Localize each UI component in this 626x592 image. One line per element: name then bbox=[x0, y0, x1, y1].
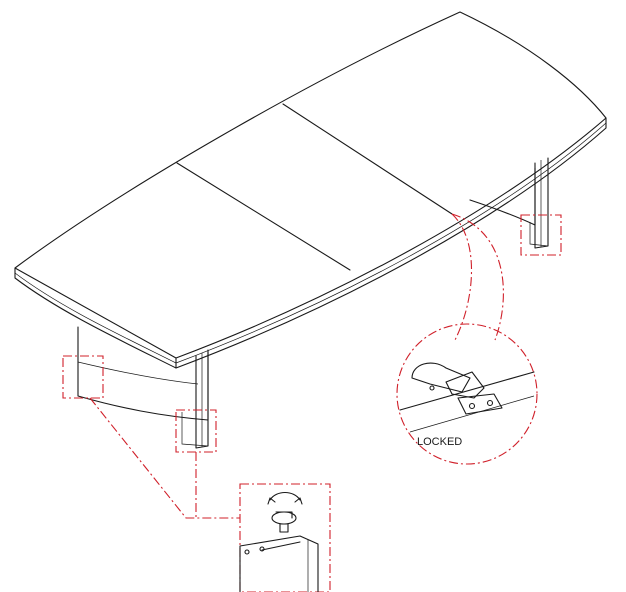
rear-leg-post bbox=[534, 157, 549, 249]
rear-panel-leg bbox=[469, 157, 549, 249]
leveler-detail bbox=[239, 491, 319, 592]
rotate-arrow-icon bbox=[269, 491, 301, 501]
latch-screw-icon bbox=[468, 402, 476, 410]
latch-screw-icon bbox=[429, 385, 435, 391]
latch-lever-icon bbox=[411, 362, 471, 393]
rear-leg-foot bbox=[529, 222, 549, 247]
latch-callout: LOCKED bbox=[396, 213, 562, 465]
rotate-arrowhead-left-icon bbox=[267, 497, 276, 505]
front-panel-band bbox=[77, 361, 199, 385]
front-panel-marker bbox=[62, 355, 104, 399]
screw-hole bbox=[259, 546, 265, 552]
table-top-edge bbox=[14, 117, 607, 369]
latch-detail bbox=[399, 362, 535, 433]
latch-state-label: LOCKED bbox=[417, 436, 462, 448]
rotate-arrowhead-right-icon bbox=[294, 497, 303, 505]
latch-hook-icon bbox=[445, 371, 485, 399]
screw-hole bbox=[244, 549, 250, 555]
front-panel-leg bbox=[77, 326, 209, 449]
table-top bbox=[14, 11, 607, 369]
rear-foot-marker bbox=[520, 214, 562, 256]
leaf-joint-line bbox=[399, 371, 535, 411]
latch-plate-icon bbox=[457, 393, 503, 415]
leg-foot-detail bbox=[239, 535, 319, 592]
latch-leader-2 bbox=[451, 213, 473, 341]
leveler-thread-icon bbox=[275, 511, 293, 533]
leaf-edge-line bbox=[409, 395, 535, 433]
latch-screw-icon bbox=[486, 399, 494, 407]
table-top-surface bbox=[14, 11, 607, 359]
leveler-callout bbox=[62, 355, 331, 592]
leaf-seam-right bbox=[282, 103, 453, 215]
leaf-seam-left bbox=[176, 162, 351, 271]
leveler-detail-frame bbox=[239, 483, 331, 592]
front-leg-foot bbox=[181, 412, 209, 447]
latch-detail-circle bbox=[396, 323, 538, 465]
leveler-leader bbox=[89, 397, 240, 519]
front-panel bbox=[77, 326, 209, 421]
rear-panel bbox=[469, 167, 536, 226]
table-top-edge-inner bbox=[14, 122, 607, 364]
latch-leader bbox=[451, 213, 504, 341]
